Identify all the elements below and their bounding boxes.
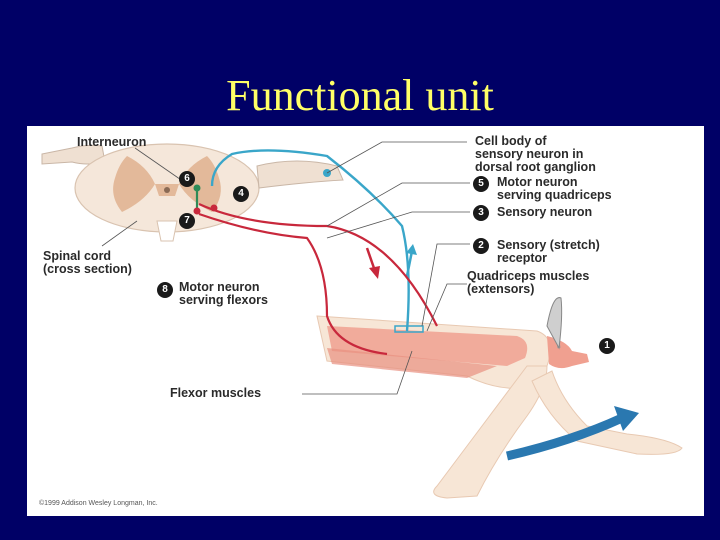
label-cell-body-line1: Cell body of <box>475 134 547 148</box>
label-receptor-line1: Sensory (stretch) <box>497 238 600 252</box>
marker-7: 7 <box>179 213 195 229</box>
marker-3: 3 <box>473 205 489 221</box>
label-motor-quadriceps-line2: serving quadriceps <box>497 188 612 202</box>
marker-2: 2 <box>473 238 489 254</box>
label-interneuron: Interneuron <box>77 135 147 149</box>
interneuron-cell <box>193 184 201 192</box>
copyright-notice: ©1999 Addison Wesley Longman, Inc. <box>39 500 158 507</box>
marker-1: 1 <box>599 338 615 354</box>
leader-lines <box>101 141 470 395</box>
reflex-arc-diagram <box>41 141 683 499</box>
kick-arrow <box>505 413 624 461</box>
label-spinal-cord-line1: Spinal cord <box>43 249 112 263</box>
motor-neuron-flexors-path <box>198 212 388 356</box>
label-quadriceps-line2: (extensors) <box>467 282 535 296</box>
sensory-direction-arrow <box>405 250 414 277</box>
sensory-neuron-path <box>210 149 410 332</box>
slide-title: Functional unit <box>226 71 494 120</box>
motor-neuron-cell-4 <box>210 204 218 212</box>
label-quadriceps-line1: Quadriceps muscles <box>467 269 590 283</box>
label-spinal-cord-line2: (cross section) <box>43 262 132 276</box>
label-flexor-muscles: Flexor muscles <box>170 386 262 400</box>
leg-illustration <box>316 297 683 499</box>
motor-neuron-cell-7 <box>193 207 201 215</box>
marker-4: 4 <box>233 186 249 202</box>
stretch-receptor <box>394 325 424 333</box>
motor-direction-arrowhead <box>369 266 380 279</box>
label-cell-body-line3: dorsal root ganglion <box>475 160 596 174</box>
kick-arrowhead <box>614 406 639 431</box>
label-motor-flexors-line2: serving flexors <box>179 293 268 307</box>
label-motor-flexors-line1: Motor neuron <box>179 280 260 294</box>
marker-5: 5 <box>473 176 489 192</box>
label-motor-quadriceps-line1: Motor neuron <box>497 175 578 189</box>
motor-neuron-quadriceps-path <box>198 202 438 327</box>
label-receptor-line2: receptor <box>497 251 548 265</box>
sensory-direction-arrowhead <box>406 244 417 255</box>
marker-8: 8 <box>157 282 173 298</box>
reflex-arc-figure: Interneuron Cell body of sensory neuron … <box>27 126 704 516</box>
label-cell-body-line2: sensory neuron in <box>475 147 584 161</box>
label-sensory-neuron: Sensory neuron <box>497 205 593 219</box>
marker-6: 6 <box>179 171 195 187</box>
